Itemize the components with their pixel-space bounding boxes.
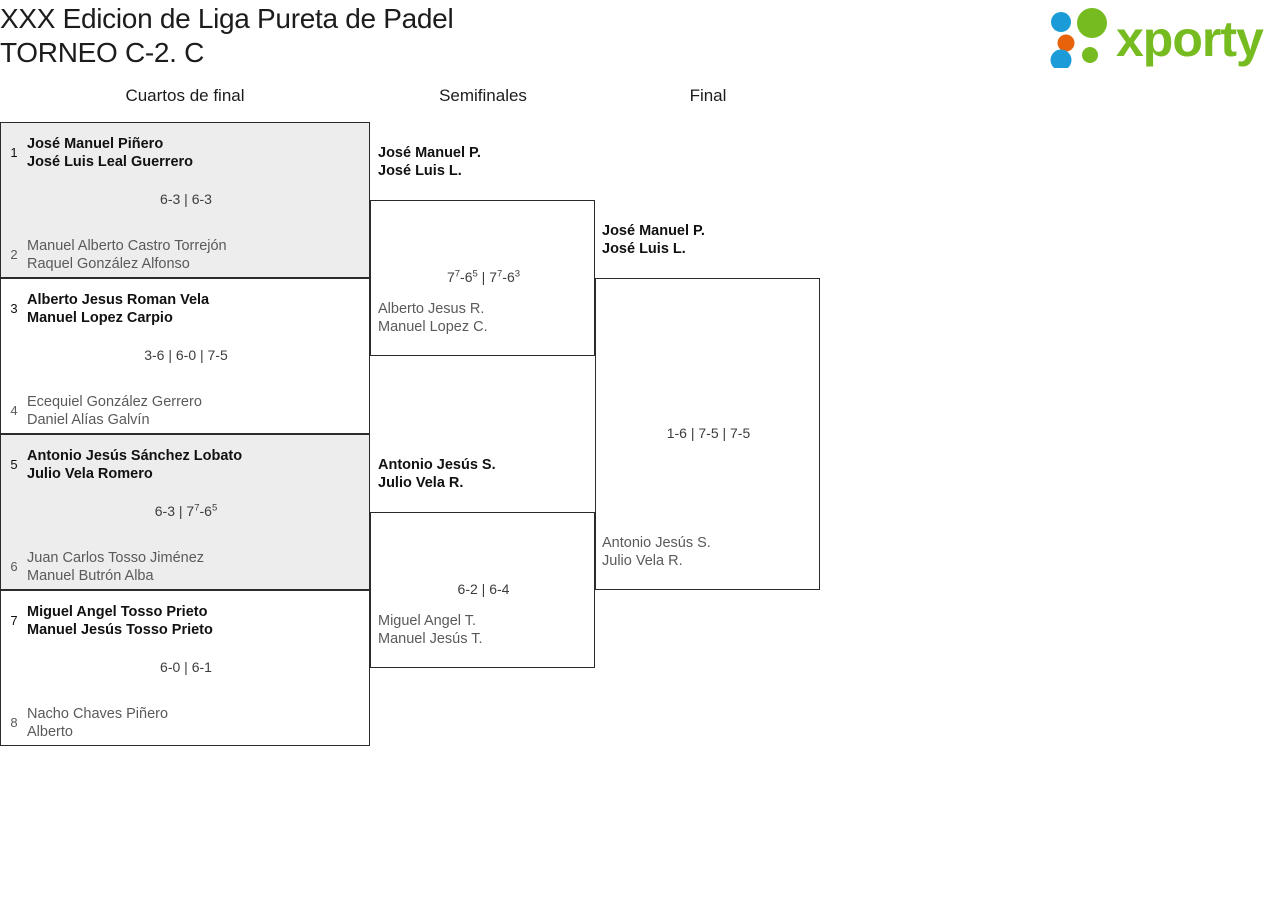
match-team-top[interactable]: 7 Miguel Angel Tosso Prieto Manuel Jesús…	[1, 601, 371, 645]
seed-number: 3	[10, 301, 18, 316]
seed-number: 5	[10, 457, 18, 472]
seed-number: 6	[10, 559, 18, 574]
player-name: Ecequiel González Gerrero	[27, 394, 202, 410]
match-score: 6-2 | 6-4	[457, 581, 510, 597]
player-name: Julio Vela R.	[378, 475, 464, 491]
player-name: Julio Vela Romero	[27, 466, 153, 482]
semifinal-1-team-bottom[interactable]: Alberto Jesus R. Manuel Lopez C.	[378, 300, 598, 336]
seed-number: 1	[10, 145, 18, 160]
player-name: Alberto Jesus R.	[378, 301, 485, 317]
match-team-bottom[interactable]: 6 Juan Carlos Tosso Jiménez Manuel Butró…	[1, 547, 371, 591]
match-team-top[interactable]: 1 José Manuel Piñero José Luis Leal Guer…	[1, 133, 371, 177]
semifinal-1-team-top[interactable]: José Manuel P. José Luis L.	[378, 144, 598, 180]
player-name: José Manuel P.	[378, 145, 481, 161]
player-name: Alberto	[27, 724, 73, 740]
semifinal-2-team-bottom[interactable]: Miguel Angel T. Manuel Jesús T.	[378, 612, 598, 648]
player-name: Antonio Jesús Sánchez Lobato	[27, 448, 243, 464]
match-quarterfinal-2[interactable]: 3 Alberto Jesus Roman Vela Manuel Lopez …	[0, 278, 370, 434]
player-name: Manuel Jesús Tosso Prieto	[27, 622, 213, 638]
xporty-logo[interactable]: xporty	[1044, 6, 1274, 68]
player-name: José Manuel Piñero	[27, 136, 164, 152]
team-players: Antonio Jesús Sánchez Lobato Julio Vela …	[27, 445, 242, 483]
match-quarterfinal-1[interactable]: 1 José Manuel Piñero José Luis Leal Guer…	[0, 122, 370, 278]
page-header: XXX Edicion de Liga Pureta de Padel TORN…	[0, 0, 1280, 86]
seed-number: 7	[10, 613, 18, 628]
player-name: Julio Vela R.	[602, 553, 683, 569]
team-players: Miguel Angel Tosso Prieto Manuel Jesús T…	[27, 601, 213, 639]
player-name: Alberto Jesus Roman Vela	[27, 292, 210, 308]
team-players: Manuel Alberto Castro Torrejón Raquel Go…	[27, 235, 227, 273]
player-name: Antonio Jesús S.	[378, 457, 496, 473]
player-name: José Manuel P.	[602, 223, 705, 239]
logo-wordmark: xporty	[1116, 11, 1264, 67]
match-score: 77-65 | 77-63	[446, 268, 521, 285]
match-semifinal-1[interactable]: 77-65 | 77-63	[370, 200, 595, 356]
round-header-final: Final	[689, 86, 727, 105]
player-name: José Luis L.	[378, 163, 462, 179]
match-score: 1-6 | 7-5 | 7-5	[666, 425, 751, 441]
seed-number: 4	[10, 403, 18, 418]
match-final[interactable]: 1-6 | 7-5 | 7-5	[595, 278, 820, 590]
seed-number: 2	[10, 247, 18, 262]
player-name: Nacho Chaves Piñero	[27, 706, 169, 722]
round-header-quarterfinals: Cuartos de final	[125, 86, 245, 105]
logo-dots-icon	[1050, 8, 1107, 68]
player-name: Antonio Jesús S.	[602, 535, 711, 551]
tournament-bracket: 1 José Manuel Piñero José Luis Leal Guer…	[0, 122, 1280, 916]
match-score: 3-6 | 6-0 | 7-5	[144, 347, 228, 363]
player-name: Juan Carlos Tosso Jiménez	[27, 550, 205, 566]
player-name: Manuel Jesús T.	[378, 631, 483, 647]
match-score: 6-0 | 6-1	[160, 659, 212, 675]
semifinal-2-team-top[interactable]: Antonio Jesús S. Julio Vela R.	[378, 456, 598, 492]
team-players: José Manuel Piñero José Luis Leal Guerre…	[27, 133, 193, 171]
title-line-2: TORNEO C-2. C	[0, 37, 205, 68]
player-name: Manuel Alberto Castro Torrejón	[27, 238, 227, 254]
match-team-bottom[interactable]: 4 Ecequiel González Gerrero Daniel Alías…	[1, 391, 371, 435]
match-score: 6-3 | 77-65	[154, 502, 218, 519]
player-name: Manuel Lopez Carpio	[27, 310, 173, 326]
match-score: 6-3 | 6-3	[160, 191, 212, 207]
player-name: Daniel Alías Galvín	[27, 412, 150, 428]
match-team-top[interactable]: 5 Antonio Jesús Sánchez Lobato Julio Vel…	[1, 445, 371, 489]
final-team-bottom[interactable]: Antonio Jesús S. Julio Vela R.	[602, 534, 820, 570]
final-team-top[interactable]: José Manuel P. José Luis L.	[602, 222, 820, 258]
player-name: José Luis L.	[602, 241, 686, 257]
team-players: Juan Carlos Tosso Jiménez Manuel Butrón …	[27, 547, 204, 585]
seed-number: 8	[10, 715, 18, 730]
player-name: Miguel Angel Tosso Prieto	[27, 604, 208, 620]
match-semifinal-2[interactable]: 6-2 | 6-4	[370, 512, 595, 668]
round-headers: Cuartos de final Semifinales Final	[0, 86, 1280, 122]
match-team-bottom[interactable]: 2 Manuel Alberto Castro Torrejón Raquel …	[1, 235, 371, 279]
player-name: Raquel González Alfonso	[27, 256, 190, 272]
player-name: Manuel Lopez C.	[378, 319, 488, 335]
tournament-title: XXX Edicion de Liga Pureta de Padel TORN…	[0, 2, 800, 70]
player-name: Miguel Angel T.	[378, 613, 477, 629]
team-players: Nacho Chaves Piñero Alberto	[27, 703, 168, 741]
round-header-semifinals: Semifinales	[439, 86, 527, 105]
team-players: Ecequiel González Gerrero Daniel Alías G…	[27, 391, 202, 429]
player-name: José Luis Leal Guerrero	[27, 154, 194, 170]
match-quarterfinal-3[interactable]: 5 Antonio Jesús Sánchez Lobato Julio Vel…	[0, 434, 370, 590]
title-line-1: XXX Edicion de Liga Pureta de Padel	[0, 3, 454, 34]
player-name: Manuel Butrón Alba	[27, 568, 154, 584]
match-team-bottom[interactable]: 8 Nacho Chaves Piñero Alberto	[1, 703, 371, 747]
team-players: Alberto Jesus Roman Vela Manuel Lopez Ca…	[27, 289, 209, 327]
match-quarterfinal-4[interactable]: 7 Miguel Angel Tosso Prieto Manuel Jesús…	[0, 590, 370, 746]
match-team-top[interactable]: 3 Alberto Jesus Roman Vela Manuel Lopez …	[1, 289, 371, 333]
